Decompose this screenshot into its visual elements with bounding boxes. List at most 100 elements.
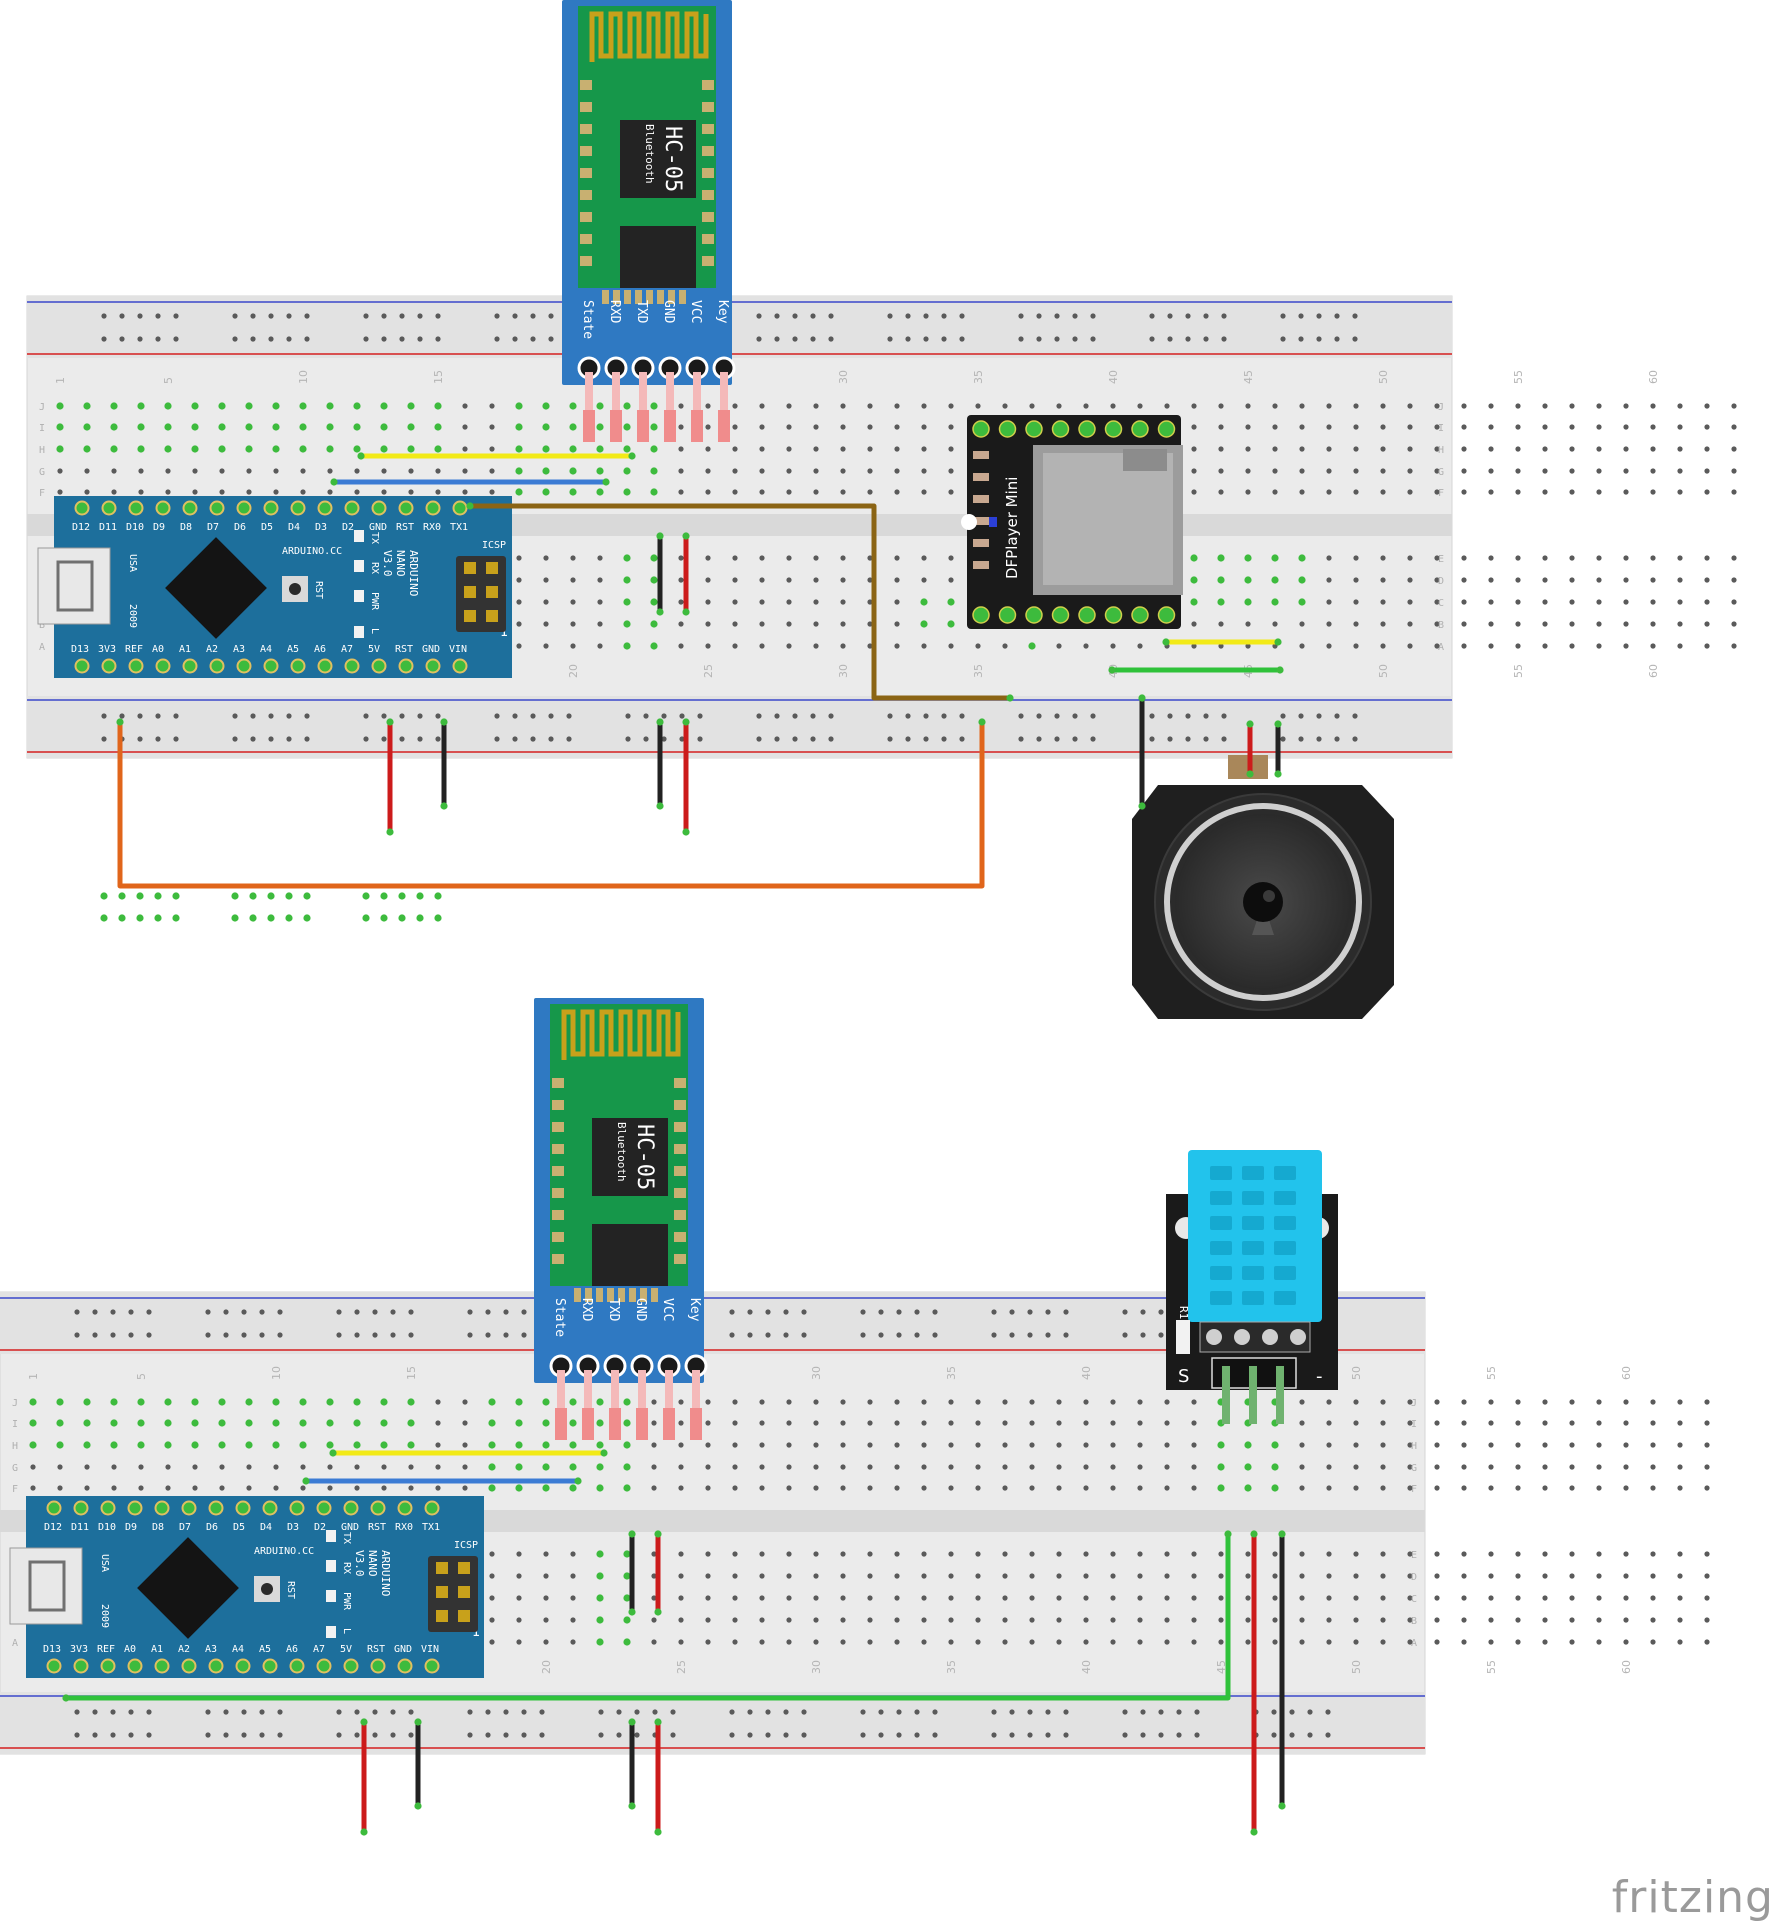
speaker-highlight — [1263, 890, 1275, 902]
breadboard-hole — [1164, 1617, 1170, 1623]
rail-hole — [1316, 736, 1322, 742]
rail-hole — [616, 1732, 622, 1738]
breadboard-hole — [894, 403, 900, 409]
breadboard-hole — [1461, 1442, 1467, 1448]
rail-hole — [512, 736, 518, 742]
column-number: 25 — [702, 664, 715, 678]
connected-hole — [650, 423, 658, 431]
nano-pin-label: A6 — [286, 1644, 298, 1655]
rail-hole — [1221, 336, 1227, 342]
rail-hole — [1063, 1309, 1069, 1315]
breadboard-hole — [813, 1464, 819, 1470]
row-letter: F — [1411, 1484, 1417, 1495]
smd-component — [973, 539, 989, 547]
breadboard-hole — [867, 577, 873, 583]
breadboard-hole — [1407, 599, 1413, 605]
breadboard-hole — [1569, 1639, 1575, 1645]
breadboard-hole — [1731, 643, 1737, 649]
hc05-leg-end — [691, 410, 703, 442]
connected-hole — [1246, 770, 1254, 778]
rail-hole — [1352, 336, 1358, 342]
rail-hole — [1334, 736, 1340, 742]
sd-card-cover — [1043, 453, 1173, 585]
dht-vent — [1274, 1216, 1296, 1230]
connected-hole — [569, 488, 577, 496]
nano-pin — [316, 1500, 332, 1516]
breadboard-hole — [516, 1617, 522, 1623]
hc05-subtitle: Bluetooth — [643, 124, 656, 184]
breadboard-hole — [1056, 1420, 1062, 1426]
connected-hole — [285, 892, 293, 900]
rail-hole — [1090, 736, 1096, 742]
side-pad — [674, 1210, 686, 1220]
rail-hole — [1316, 336, 1322, 342]
connected-hole — [83, 445, 91, 453]
row-letter: I — [1411, 1419, 1417, 1430]
connected-hole — [218, 445, 226, 453]
rail-hole — [530, 736, 536, 742]
hc05-pin-label: RXD — [579, 1298, 594, 1322]
breadboard-hole — [813, 468, 819, 474]
breadboard-hole — [1569, 1485, 1575, 1491]
connected-hole — [515, 1484, 523, 1492]
breadboard-hole — [219, 1464, 225, 1470]
breadboard-hole — [57, 489, 63, 495]
breadboard-hole — [1434, 599, 1440, 605]
speaker-center — [1243, 882, 1283, 922]
rail-hole — [494, 713, 500, 719]
rail-hole — [792, 736, 798, 742]
breadboard-hole — [1461, 1399, 1467, 1405]
rail-hole — [336, 1732, 342, 1738]
nano-pin — [127, 1658, 143, 1674]
breadboard-hole — [1407, 643, 1413, 649]
breadboard-hole — [1299, 403, 1305, 409]
breadboard-hole — [1650, 1573, 1656, 1579]
nano-pin — [424, 1500, 440, 1516]
connected-hole — [330, 478, 338, 486]
nano-pin — [155, 658, 171, 674]
breadboard-hole — [1299, 1639, 1305, 1645]
breadboard-hole — [57, 1464, 63, 1470]
breadboard-hole — [1110, 1573, 1116, 1579]
breadboard-hole — [1596, 599, 1602, 605]
breadboard-hole — [1029, 1442, 1035, 1448]
breadboard-hole — [1569, 599, 1575, 605]
breadboard-hole — [1461, 599, 1467, 605]
rail-hole — [417, 736, 423, 742]
breadboard-hole — [732, 489, 738, 495]
rail-hole — [1221, 713, 1227, 719]
breadboard-hole — [1083, 1420, 1089, 1426]
rail-hole — [941, 736, 947, 742]
nano-pin — [317, 500, 333, 516]
rail-hole — [1018, 336, 1024, 342]
rail-hole — [1176, 1709, 1182, 1715]
breadboard-hole — [1056, 1639, 1062, 1645]
breadboard-hole — [1191, 446, 1197, 452]
connected-hole — [569, 1484, 577, 1492]
rail-hole — [765, 1709, 771, 1715]
breadboard-hole — [1488, 446, 1494, 452]
connected-hole — [380, 1441, 388, 1449]
breadboard-hole — [1569, 643, 1575, 649]
breadboard-hole — [786, 1442, 792, 1448]
nano-pin-label: D12 — [72, 522, 90, 533]
rail-hole — [363, 713, 369, 719]
nano-pin-label: RX0 — [395, 1522, 413, 1533]
connected-hole — [1244, 1484, 1252, 1492]
breadboard-hole — [1731, 403, 1737, 409]
nano-pin — [209, 658, 225, 674]
breadboard-hole — [1191, 643, 1197, 649]
breadboard-hole — [651, 1595, 657, 1601]
connected-hole — [542, 1441, 550, 1449]
breadboard-hole — [1704, 489, 1710, 495]
rail-hole — [1045, 1332, 1051, 1338]
led — [354, 560, 364, 572]
rail-hole — [92, 1332, 98, 1338]
breadboard-hole — [1623, 489, 1629, 495]
breadboard-hole — [948, 577, 954, 583]
breadboard-hole — [1515, 1420, 1521, 1426]
connected-hole — [407, 423, 415, 431]
row-letter: H — [39, 445, 45, 456]
breadboard-hole — [1461, 643, 1467, 649]
connected-hole — [623, 598, 631, 606]
